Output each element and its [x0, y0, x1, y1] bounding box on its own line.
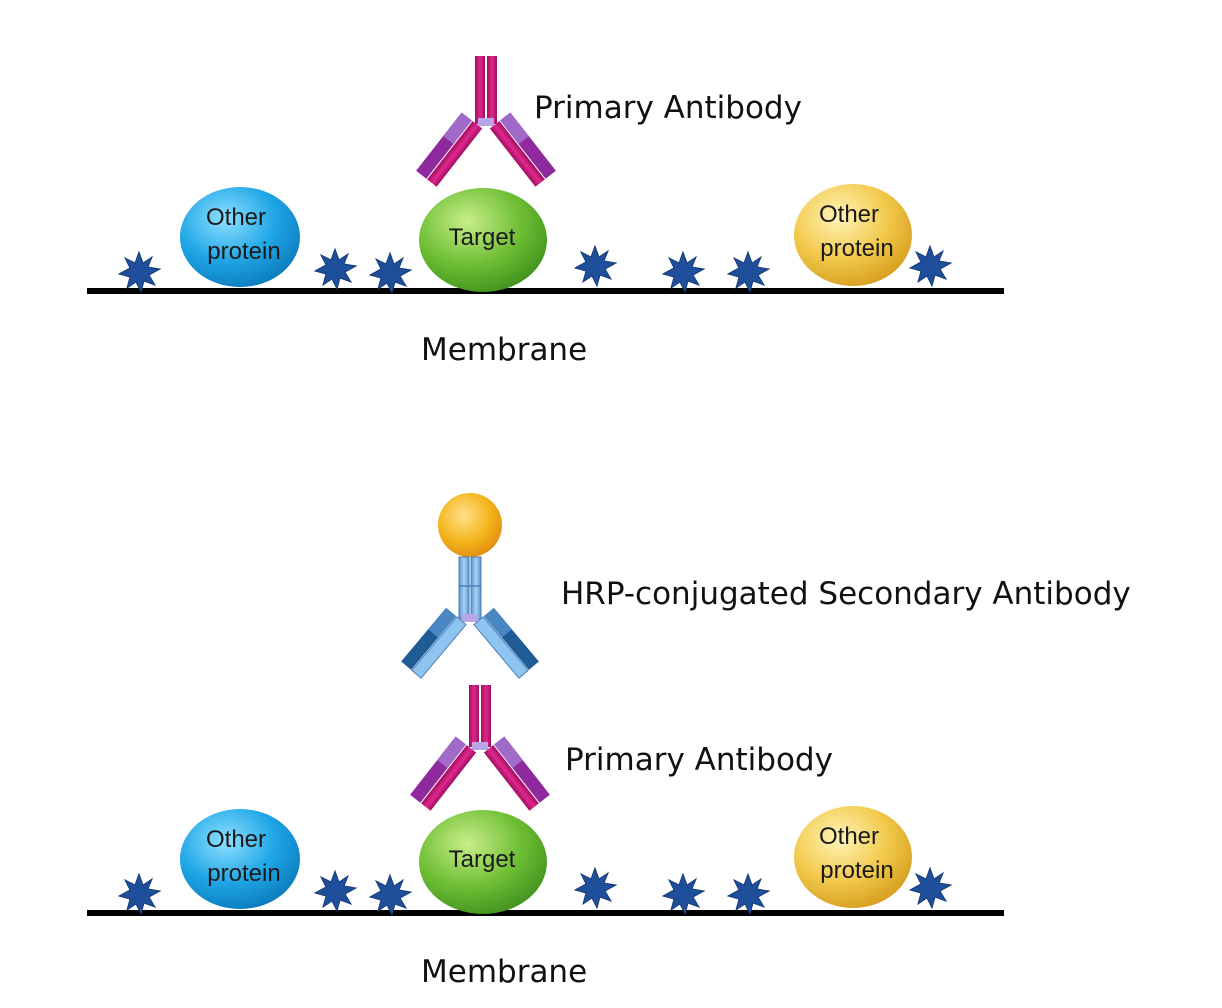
target-protein: Target	[419, 188, 547, 292]
membrane-label: Membrane	[421, 954, 587, 990]
membrane-line	[87, 910, 1004, 916]
secondary-antibody-label: HRP-conjugated Secondary Antibody	[561, 576, 1131, 612]
other-protein-right: Other protein	[794, 806, 912, 908]
target-protein: Target	[419, 810, 547, 914]
star-burst-icon	[727, 873, 770, 915]
primary-antibody	[416, 56, 556, 187]
primary-antibody	[410, 685, 550, 811]
star-burst-icon	[118, 873, 161, 915]
panel-secondary: Other protein Target Other protein	[87, 493, 1131, 990]
secondary-antibody	[401, 493, 539, 679]
star-burst-icon	[369, 252, 412, 294]
star-burst-icon	[909, 867, 952, 909]
panel-primary: Other protein Target Other protein	[87, 56, 1004, 368]
star-burst-icon	[727, 251, 770, 293]
star-burst-icon	[369, 874, 412, 916]
other-protein-left: Other protein	[180, 809, 300, 909]
star-burst-icon	[314, 248, 357, 290]
primary-antibody-label: Primary Antibody	[534, 90, 802, 126]
star-burst-icon	[118, 251, 161, 293]
other-protein-right-line2: protein	[820, 857, 893, 884]
star-burst-icon	[574, 867, 617, 909]
other-protein-left-line2: protein	[207, 860, 280, 887]
other-protein-left-line1: Other	[206, 826, 266, 853]
other-protein-left-line2: protein	[207, 238, 280, 265]
star-burst-icon	[909, 245, 952, 287]
other-protein-left: Other protein	[180, 187, 300, 287]
other-protein-right-line1: Other	[819, 201, 879, 228]
star-burst-icon	[574, 245, 617, 287]
other-protein-left-line1: Other	[206, 204, 266, 231]
membrane-label: Membrane	[421, 332, 587, 368]
other-protein-right-line2: protein	[820, 235, 893, 262]
target-label: Target	[449, 224, 516, 251]
hrp-sphere-icon	[438, 493, 502, 557]
star-burst-icon	[662, 251, 705, 293]
star-burst-icon	[314, 870, 357, 912]
primary-antibody-label: Primary Antibody	[565, 742, 833, 778]
target-label: Target	[449, 846, 516, 873]
star-burst-icon	[662, 873, 705, 915]
membrane-line	[87, 288, 1004, 294]
other-protein-right-line1: Other	[819, 823, 879, 850]
other-protein-right: Other protein	[794, 184, 912, 286]
